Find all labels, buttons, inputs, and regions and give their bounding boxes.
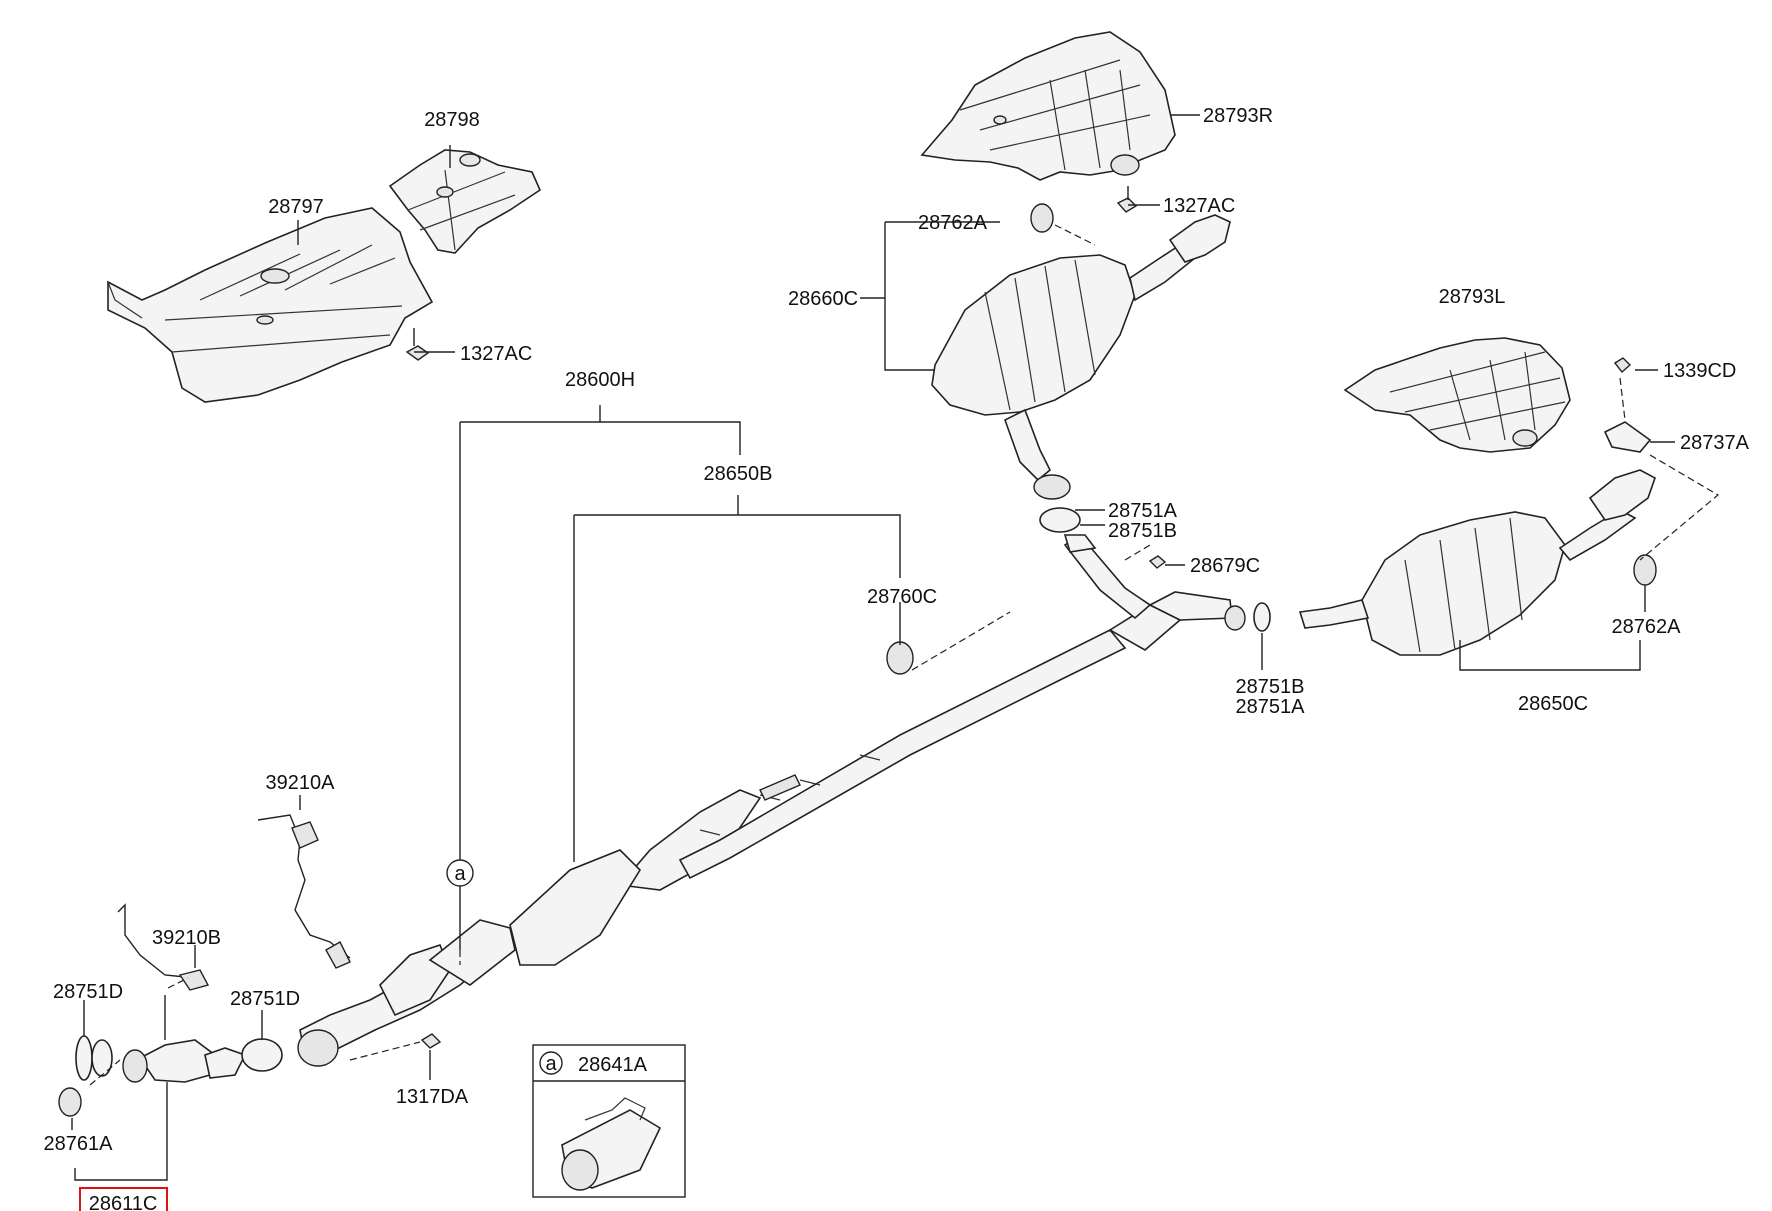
- label-28793R: 28793R: [1203, 105, 1273, 127]
- gasket-28751B-A-bottom[interactable]: [1224, 602, 1271, 632]
- label-39210B: 39210B: [152, 927, 221, 949]
- label-1327AC-right: 1327AC: [1163, 195, 1235, 217]
- heat-shield-28793L[interactable]: [1343, 337, 1571, 453]
- label-39210A: 39210A: [266, 772, 336, 794]
- hanger-28762A-right[interactable]: [1633, 554, 1657, 586]
- label-28660C: 28660C: [788, 288, 858, 310]
- label-28751A-top: 28751A: [1108, 500, 1178, 522]
- nut-1327AC-right[interactable]: [1116, 197, 1138, 213]
- heat-shield-28793R[interactable]: [920, 31, 1176, 181]
- front-pipe-28611C[interactable]: [122, 919, 516, 1083]
- label-28762A-right: 28762A: [1612, 616, 1682, 638]
- label-28751B-bottom: 28751B: [1236, 676, 1305, 698]
- label-28751D-mid: 28751D: [230, 988, 300, 1010]
- hanger-28761A[interactable]: [58, 1087, 82, 1117]
- muffler-28650C[interactable]: [1298, 469, 1656, 656]
- nut-28679C[interactable]: [1148, 555, 1167, 569]
- label-28679C: 28679C: [1190, 555, 1260, 577]
- gasket-28751D-mid[interactable]: [241, 1038, 283, 1072]
- callout-a-letter: a: [454, 863, 466, 885]
- dashed-lines: [89, 224, 1720, 1086]
- label-28611C[interactable]: 28611C: [89, 1193, 158, 1211]
- center-pipe-28650B[interactable]: [509, 533, 1233, 966]
- oxygen-sensor-39210A[interactable]: [257, 814, 351, 969]
- label-28762A-top: 28762A: [918, 212, 988, 234]
- nut-1339CD[interactable]: [1613, 357, 1632, 374]
- label-28761A: 28761A: [44, 1133, 114, 1155]
- label-28798: 28798: [424, 109, 480, 131]
- muffler-28660C[interactable]: [931, 214, 1231, 500]
- label-28751B-top: 28751B: [1108, 520, 1177, 542]
- hanger-28762A-top[interactable]: [1030, 203, 1054, 233]
- label-1327AC-left: 1327AC: [460, 343, 532, 365]
- label-28600H: 28600H: [565, 369, 635, 391]
- inset-28641A[interactable]: a 28641A: [532, 1044, 686, 1198]
- heat-shield-28797[interactable]: [107, 207, 434, 403]
- label-28737A: 28737A: [1680, 432, 1750, 454]
- inset-letter: a: [545, 1053, 557, 1075]
- label-28650C: 28650C: [1518, 693, 1588, 715]
- oxygen-sensor-39210B[interactable]: [117, 903, 210, 991]
- hanger-28760C[interactable]: [886, 641, 914, 675]
- label-28793L: 28793L: [1439, 286, 1506, 308]
- callout-a-circle: [446, 859, 474, 887]
- label-1317DA: 1317DA: [396, 1086, 469, 1108]
- inset-part-number: 28641A: [578, 1054, 648, 1076]
- label-28751D-left: 28751D: [53, 981, 123, 1003]
- bracket-28737A[interactable]: [1603, 421, 1652, 453]
- heat-shield-28798[interactable]: [388, 149, 542, 254]
- gasket-28751A-B-top[interactable]: [1039, 507, 1081, 533]
- label-28751A-bottom: 28751A: [1236, 696, 1306, 718]
- label-28797: 28797: [268, 196, 324, 218]
- nut-1327AC-left[interactable]: [405, 345, 430, 361]
- gasket-28751D-left[interactable]: [75, 1035, 113, 1081]
- label-28760C: 28760C: [867, 586, 937, 608]
- label-1339CD: 1339CD: [1663, 360, 1736, 382]
- highlight-box-28611C: [79, 1187, 168, 1211]
- label-28650B: 28650B: [704, 463, 773, 485]
- leader-lines: [71, 114, 1675, 1181]
- nut-1317DA[interactable]: [420, 1033, 442, 1049]
